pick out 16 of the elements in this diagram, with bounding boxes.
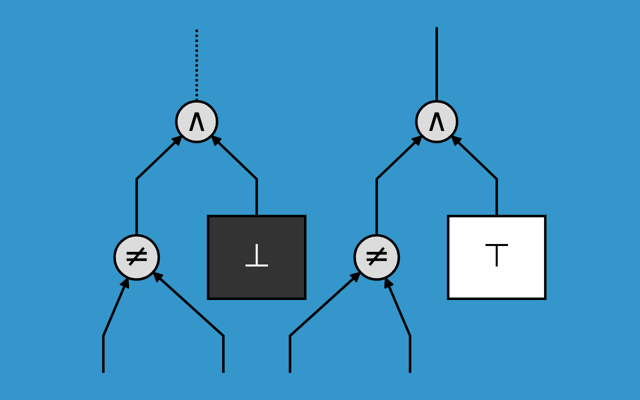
arrow bbox=[375, 135, 422, 236]
arrow bbox=[102, 277, 130, 373]
arrow bbox=[152, 272, 225, 373]
arrow bbox=[210, 135, 258, 216]
node-circle: ≠ bbox=[353, 234, 400, 281]
arrow bbox=[450, 135, 498, 216]
arrow bbox=[384, 277, 412, 373]
arrow bbox=[135, 135, 182, 236]
node-circle: ∧ bbox=[415, 100, 458, 144]
node-box: ⊥ bbox=[206, 214, 306, 300]
arrow bbox=[288, 272, 361, 373]
node-box: ⊤ bbox=[446, 214, 547, 300]
node-circle: ∧ bbox=[175, 100, 218, 144]
connector bbox=[436, 27, 438, 102]
node-circle: ≠ bbox=[113, 234, 160, 281]
connector bbox=[195, 27, 198, 102]
